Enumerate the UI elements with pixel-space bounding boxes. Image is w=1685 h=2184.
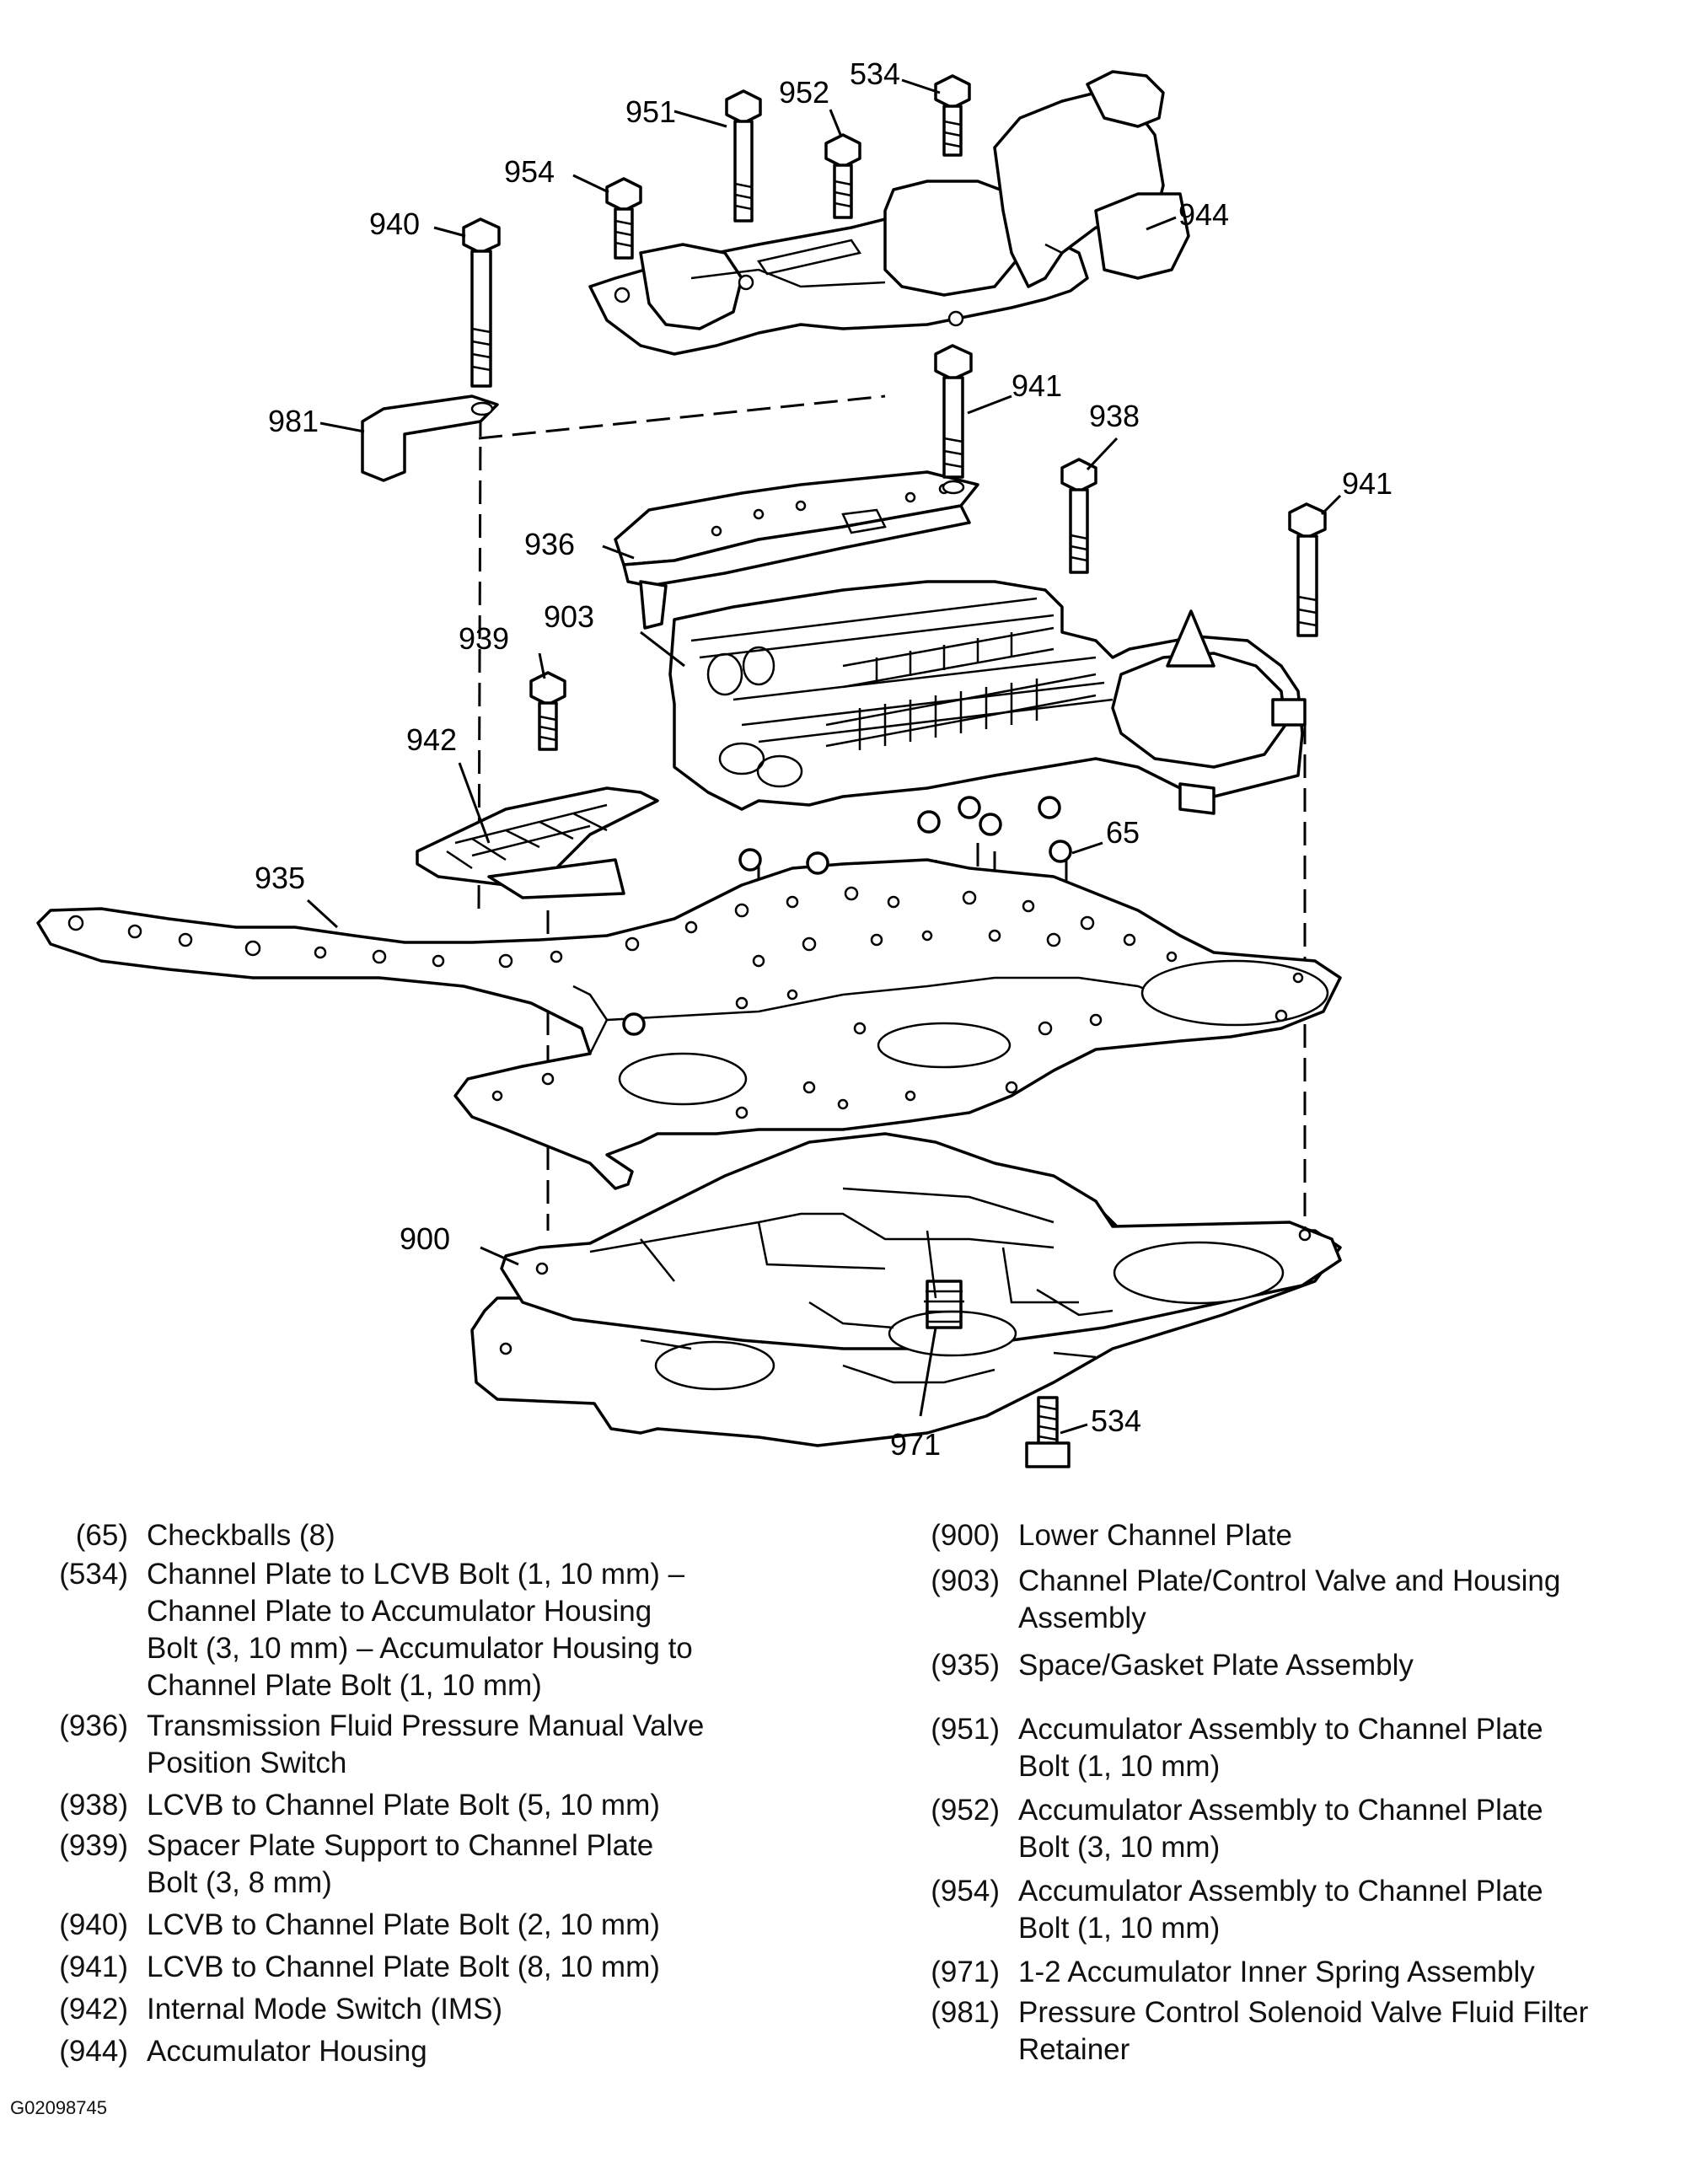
callout-936: 936 [524, 527, 575, 561]
bolt-534-lower [1025, 1396, 1071, 1468]
accumulator-housing [588, 70, 1190, 356]
callout-954: 954 [504, 154, 555, 189]
pressure-switch [614, 470, 979, 630]
leader-lines [306, 78, 1342, 1435]
bolt-938 [1060, 458, 1097, 574]
bolt-952 [824, 133, 861, 219]
callout-942: 942 [406, 722, 457, 757]
callout-981: 981 [268, 404, 319, 438]
callout-903: 903 [544, 599, 594, 634]
exploded-view-diagram: 951 952 534 954 940 944 981 941 938 941 … [36, 56, 1393, 1468]
callout-939: 939 [459, 621, 509, 656]
legend-item-954: (954) Accumulator Assembly to Channel Pl… [931, 1875, 1543, 1945]
callout-900: 900 [400, 1221, 450, 1256]
figure-id: G02098745 [10, 2097, 107, 2118]
bolt-941-right [1288, 502, 1327, 637]
callout-951: 951 [625, 94, 676, 129]
accumulator-spring [924, 1280, 964, 1329]
legend-item-951: (951) Accumulator Assembly to Channel Pl… [931, 1713, 1543, 1783]
callout-952: 952 [779, 75, 829, 110]
callout-labels: 951 952 534 954 940 944 981 941 938 941 … [255, 56, 1393, 1462]
internal-mode-switch [416, 786, 659, 899]
callout-940: 940 [369, 207, 420, 241]
callout-935: 935 [255, 861, 305, 895]
lower-channel-plate [470, 1132, 1342, 1447]
legend-item-534: (534) Channel Plate to LCVB Bolt (1, 10 … [59, 1558, 693, 1702]
control-valve-body [668, 580, 1307, 815]
bolt-534-upper [934, 74, 971, 157]
bolt-951 [725, 89, 762, 223]
callout-534-lower: 534 [1091, 1403, 1141, 1438]
filter-retainer [361, 394, 499, 482]
callout-944: 944 [1178, 197, 1229, 232]
legend-item-981: (981) Pressure Control Solenoid Valve Fl… [931, 1996, 1589, 2066]
bolt-941-center [934, 344, 973, 495]
bolt-954 [605, 177, 642, 260]
callout-971: 971 [890, 1427, 941, 1462]
legend-item-939: (939) Spacer Plate Support to Channel Pl… [59, 1829, 654, 1899]
callout-65: 65 [1106, 815, 1140, 850]
legend-item-936: (936) Transmission Fluid Pressure Manual… [59, 1709, 705, 1779]
legend-item-903: (903) Channel Plate/Control Valve and Ho… [931, 1564, 1561, 1634]
checkballs [622, 796, 1072, 1036]
bolt-939 [529, 671, 566, 751]
callout-938: 938 [1089, 399, 1140, 433]
callout-941-center: 941 [1012, 368, 1062, 403]
legend-item-952: (952) Accumulator Assembly to Channel Pl… [931, 1794, 1543, 1864]
bolt-940 [462, 217, 501, 388]
callout-941-right: 941 [1342, 466, 1393, 501]
spacer-gasket-plate [36, 858, 1342, 1190]
callout-534-upper: 534 [850, 56, 900, 91]
